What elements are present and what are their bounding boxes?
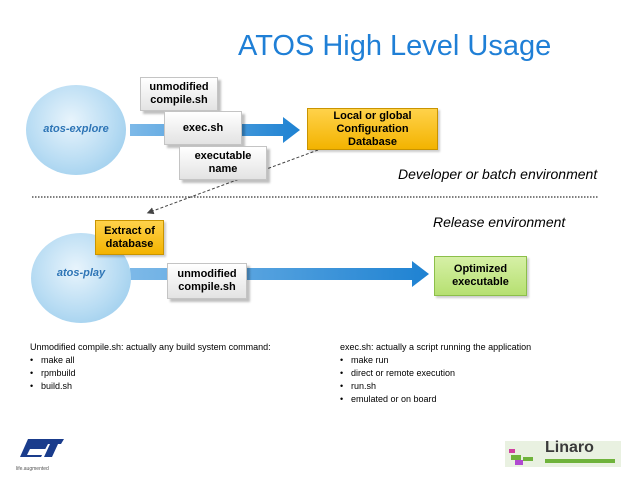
exec-sh-box: exec.sh (164, 111, 242, 145)
atos-play-label: atos-play (56, 267, 106, 279)
linaro-logo: Linaro (505, 439, 621, 467)
atos-explore-label: atos-explore (43, 123, 109, 135)
list-item: build.sh (30, 380, 271, 393)
list-item: direct or remote execution (340, 367, 531, 380)
page-title: ATOS High Level Usage (238, 30, 552, 62)
unmodified-compile-box-play: unmodified compile.sh (167, 263, 247, 299)
st-tagline: life.augmented (16, 466, 49, 472)
unmodified-compile-box-explore: unmodified compile.sh (140, 77, 218, 111)
list-item: emulated or on board (340, 393, 531, 406)
st-logo: life.augmented (16, 433, 68, 472)
list-item: run.sh (340, 380, 531, 393)
release-environment-label: Release environment (433, 214, 566, 230)
list-item: make all (30, 354, 271, 367)
executable-name-box: executable name (179, 146, 267, 180)
linaro-wordmark: Linaro (545, 439, 594, 456)
developer-environment-label: Developer or batch environment (398, 166, 598, 182)
compile-notes: Unmodified compile.sh: actually any buil… (30, 341, 271, 393)
extract-database-box: Extract of database (95, 220, 164, 255)
linaro-logo-icon (505, 441, 621, 467)
compile-notes-heading: Unmodified compile.sh: actually any buil… (30, 342, 271, 352)
atos-explore-circle: atos-explore (26, 85, 126, 175)
configuration-database-box: Local or global Configuration Database (307, 108, 438, 150)
list-item: rpmbuild (30, 367, 271, 380)
optimized-executable-box: Optimized executable (434, 256, 527, 296)
st-logo-icon (20, 439, 64, 457)
list-item: make run (340, 354, 531, 367)
exec-notes-heading: exec.sh: actually a script running the a… (340, 342, 532, 352)
exec-notes: exec.sh: actually a script running the a… (340, 341, 531, 406)
play-flow-arrow (130, 261, 429, 287)
